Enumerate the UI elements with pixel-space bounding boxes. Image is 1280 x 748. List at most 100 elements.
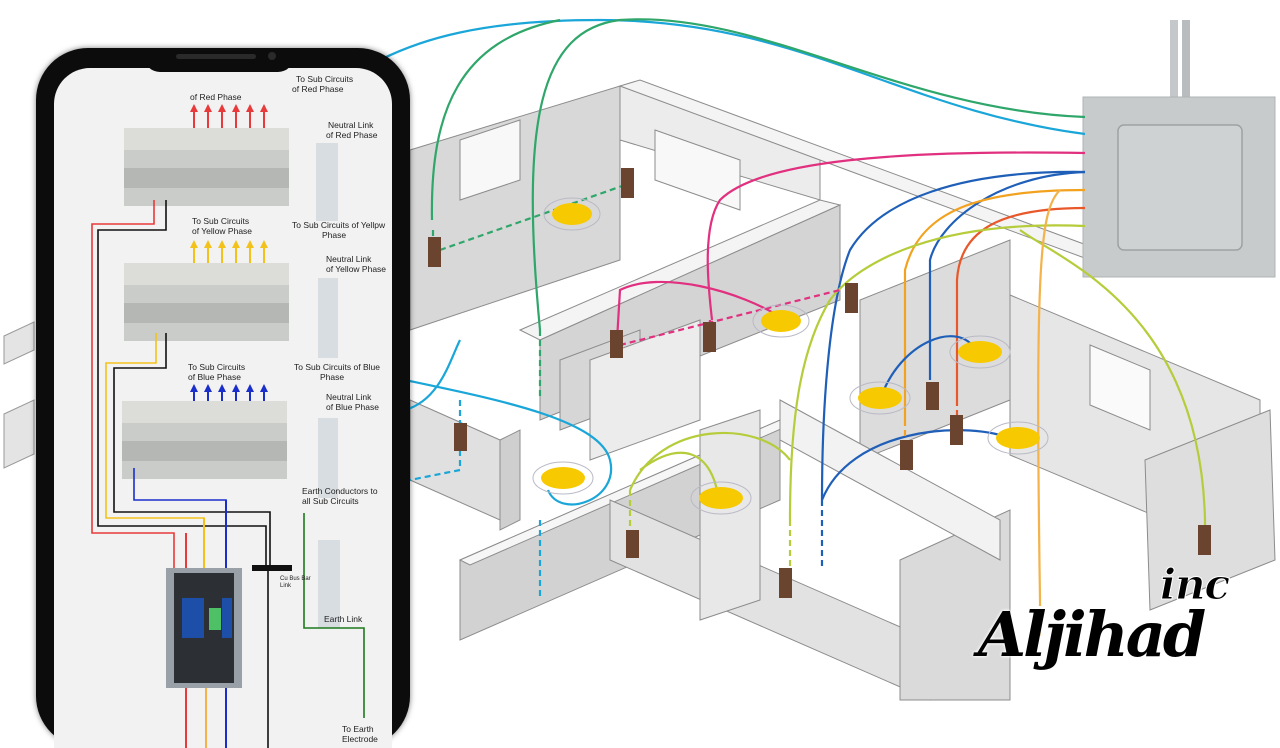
wall-socket (428, 237, 441, 267)
wire-green-2 (430, 18, 561, 221)
arrow-head-red (190, 104, 198, 112)
wire-blue-1 (820, 170, 1086, 501)
wire-yg-arc-2 (639, 451, 720, 496)
feed-red (91, 200, 175, 568)
arrow-head-red (204, 104, 212, 112)
neutral-links (316, 143, 340, 628)
wall-socket (1198, 525, 1211, 555)
wire-cyan-2 (404, 378, 613, 506)
walls (409, 79, 1276, 701)
brand-watermark: inc Aljihad (972, 560, 1242, 690)
ceiling-light (543, 197, 601, 231)
label-earth-link: Earth Link (324, 614, 363, 624)
arrow-head-red (260, 104, 268, 112)
arrow-head-red (246, 104, 254, 112)
label-blue-sub-1: To Sub Circuits (188, 362, 246, 372)
arrow-head-yellow (232, 240, 240, 248)
label-earth-conductors-2: all Sub Circuits (302, 496, 359, 506)
camera-icon (268, 52, 276, 60)
feed-neutral (97, 200, 267, 568)
label-neutral-red-2: of Red Phase (326, 130, 378, 140)
wire-blue-2 (928, 170, 1086, 380)
label-red-sub-circuits-1: To Sub Circuits (296, 74, 354, 84)
arrow-head-blue (218, 384, 226, 392)
wall-socket (926, 382, 939, 410)
wall-socket (610, 330, 623, 358)
label-neutral-yellow-2: of Yellow Phase (326, 264, 387, 274)
arrow-head-yellow (246, 240, 254, 248)
label-blue-sub-right-1: To Sub Circuits of Blue (294, 362, 380, 372)
label-red-sub-circuits-2: of Red Phase (292, 84, 344, 94)
breaker-panel-blue (122, 401, 287, 479)
label-earth-electrode-2: Electrode (342, 734, 378, 744)
distribution-board-schematic (91, 104, 365, 748)
label-neutral-blue-1: Neutral Link (326, 392, 372, 402)
breaker-panel-red (124, 128, 289, 206)
wall-socket (626, 530, 639, 558)
ceiling-light (987, 421, 1049, 455)
label-neutral-blue-2: of Blue Phase (326, 402, 379, 412)
speaker-icon (176, 54, 256, 59)
label-earth-electrode-1: To Earth (342, 724, 374, 734)
breaker-panel-yellow (124, 263, 289, 341)
ceiling-light (849, 381, 911, 415)
wire-yellow-green-2 (1019, 229, 1207, 521)
label-yellow-sub-2: of Yellow Phase (192, 226, 253, 236)
label-yellow-sub-right-1: To Sub Circuits of Yellpw (292, 220, 386, 230)
arrow-head-yellow (260, 240, 268, 248)
cu-bus-bar (252, 565, 292, 571)
label-yellow-sub-right-2: Phase (322, 230, 347, 240)
wall-socket (779, 568, 792, 598)
label-neutral-yellow-1: Neutral Link (326, 254, 372, 264)
wall-socket (454, 423, 467, 451)
label-neutral-red-1: Neutral Link (328, 120, 374, 130)
wire-cyan-top (379, 18, 1086, 136)
earth-green (303, 513, 365, 718)
ceiling-light (532, 461, 594, 495)
arrow-head-red (218, 104, 226, 112)
arrow-head-blue (204, 384, 212, 392)
house-wiring-diagram (3, 18, 1276, 701)
phone-frame: of Red Phase To Sub Circuits of Red Phas… (36, 48, 410, 748)
arrow-head-blue (246, 384, 254, 392)
label-yellow-sub-1: To Sub Circuits (192, 216, 250, 226)
arrow-head-blue (232, 384, 240, 392)
wire-red-orange (955, 206, 1086, 400)
arrow-head-red (232, 104, 240, 112)
arrow-head-blue (190, 384, 198, 392)
wire-pink (706, 151, 1086, 321)
wire-blue-arc (820, 429, 1011, 501)
arrow-head-yellow (190, 240, 198, 248)
ceiling-light (752, 304, 810, 338)
wall-socket (845, 283, 858, 313)
wall-stub (3, 321, 35, 469)
wire-cyan-3 (404, 339, 461, 412)
label-bus-bar-1: Cu Bus Bar (280, 576, 311, 582)
wall-sockets (428, 168, 1211, 598)
brand-inc: inc (1159, 560, 1230, 610)
wall-socket (900, 440, 913, 470)
phone-screen: of Red Phase To Sub Circuits of Red Phas… (54, 68, 392, 748)
arrow-head-yellow (204, 240, 212, 248)
label-blue-sub-2: of Blue Phase (188, 372, 241, 382)
wire-blue-arc-2 (878, 335, 976, 401)
wire-green (531, 18, 1086, 331)
label-red-phase-left: of Red Phase (190, 92, 242, 102)
arrow-head-yellow (218, 240, 226, 248)
ceiling-light (690, 481, 752, 515)
wall-socket (950, 415, 963, 445)
wall-socket (703, 322, 716, 352)
junction-box (1082, 20, 1276, 278)
main-breaker (166, 568, 242, 688)
label-blue-sub-right-2: Phase (320, 372, 345, 382)
wire-yellow-green (788, 224, 1086, 521)
label-earth-conductors-1: Earth Conductors to (302, 486, 378, 496)
wall-socket (621, 168, 634, 198)
sub-circuit-arrows (190, 104, 268, 401)
wire-orange (903, 188, 1086, 420)
feed-neutral-2 (113, 333, 271, 568)
ceiling-light (949, 335, 1011, 369)
phone-notch (144, 48, 294, 72)
brand-name: Aljihad (978, 598, 1206, 671)
wires (379, 18, 1207, 601)
